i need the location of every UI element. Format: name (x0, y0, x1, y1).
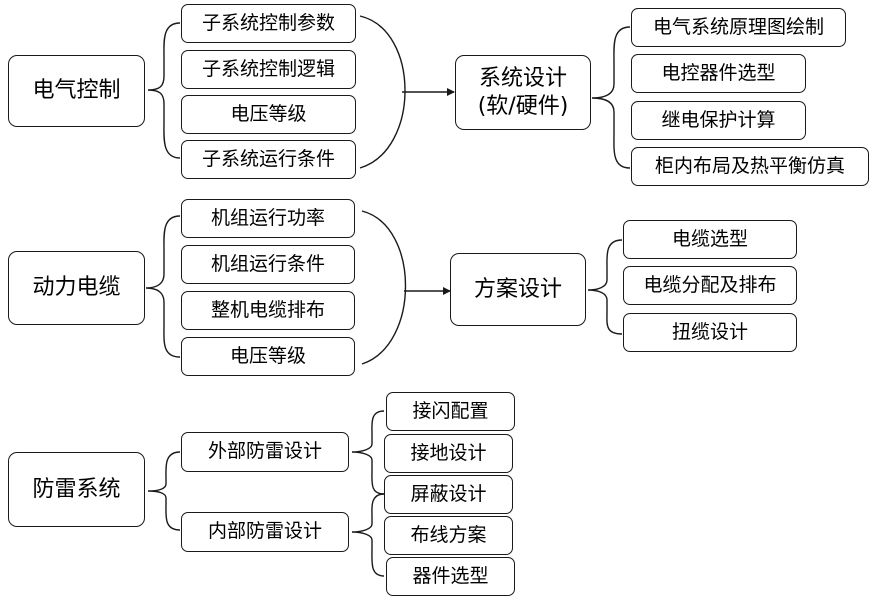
electrical-output-3: 继电保护计算 (631, 101, 806, 140)
power-input-3: 整机电缆排布 (181, 291, 355, 330)
bracket-power-inputs (361, 210, 407, 365)
system-design-line1: 系统设计 (478, 66, 567, 91)
system-design-node: 系统设计 (软/硬件) (455, 55, 591, 130)
brace-internal-outputs (351, 493, 385, 577)
lightning-output-2: 接地设计 (384, 434, 513, 473)
lightning-output-1: 接闪配置 (386, 392, 515, 431)
power-cable-node: 动力电缆 (8, 251, 145, 325)
brace-lightning-inputs (147, 451, 181, 531)
power-input-4: 电压等级 (181, 337, 355, 376)
brace-power-outputs (587, 239, 623, 335)
electrical-output-1: 电气系统原理图绘制 (631, 8, 846, 47)
power-output-3: 扭缆设计 (623, 313, 797, 352)
electrical-output-4: 柜内布局及热平衡仿真 (631, 147, 869, 186)
power-output-1: 电缆选型 (623, 220, 797, 259)
brace-electrical-inputs (147, 22, 181, 159)
lightning-output-5: 器件选型 (386, 557, 515, 596)
brace-external-outputs (351, 410, 385, 495)
system-design-line2: (软/硬件) (477, 93, 569, 119)
lightning-protection-node: 防雷系统 (8, 452, 145, 527)
electrical-control-node: 电气控制 (8, 55, 145, 127)
scheme-design-node: 方案设计 (450, 253, 586, 326)
electrical-output-2: 电控器件选型 (631, 54, 806, 93)
electrical-input-4: 子系统运行条件 (181, 140, 356, 179)
power-output-2: 电缆分配及排布 (623, 266, 797, 305)
external-lightning-design: 外部防雷设计 (181, 432, 349, 472)
brace-electrical-outputs (591, 26, 631, 169)
power-input-1: 机组运行功率 (181, 199, 355, 238)
electrical-input-2: 子系统控制逻辑 (181, 50, 356, 89)
lightning-output-3: 屏蔽设计 (384, 475, 513, 514)
electrical-input-3: 电压等级 (181, 95, 356, 134)
bracket-electrical-inputs (359, 15, 406, 169)
power-input-2: 机组运行条件 (181, 245, 355, 284)
internal-lightning-design: 内部防雷设计 (181, 512, 349, 552)
electrical-input-1: 子系统控制参数 (181, 4, 356, 43)
lightning-output-4: 布线方案 (384, 516, 513, 555)
brace-power-inputs (145, 215, 181, 358)
